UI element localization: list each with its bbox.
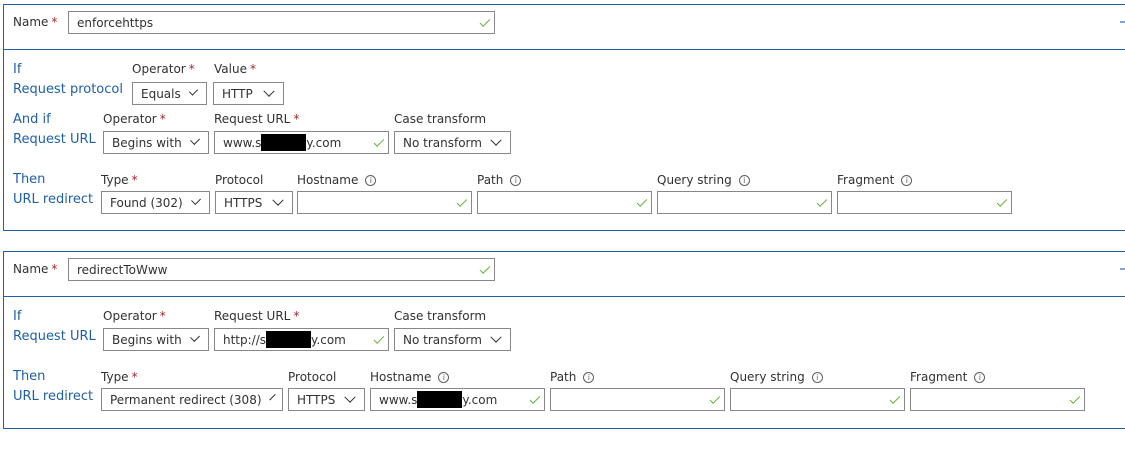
protocol-select[interactable]: HTTPS bbox=[288, 388, 365, 411]
query-string-input[interactable] bbox=[657, 191, 832, 214]
chevron-down-icon bbox=[189, 134, 200, 145]
check-icon bbox=[373, 135, 385, 147]
value-select[interactable]: HTTP bbox=[213, 82, 284, 105]
redaction bbox=[261, 134, 307, 151]
redaction bbox=[266, 331, 312, 348]
chevron-down-icon bbox=[344, 391, 356, 403]
divider bbox=[4, 49, 1125, 50]
info-icon[interactable]: i bbox=[974, 372, 986, 383]
request-url-label: Request URL* bbox=[214, 309, 300, 323]
chevron-down-icon bbox=[263, 85, 275, 97]
info-icon[interactable]: i bbox=[438, 372, 450, 383]
query-string-input[interactable] bbox=[730, 388, 905, 411]
info-icon[interactable]: i bbox=[365, 175, 377, 186]
value-label: Value* bbox=[214, 62, 256, 76]
protocol-label: Protocol bbox=[288, 370, 337, 384]
check-icon bbox=[1069, 392, 1081, 404]
rule-card-redirecttowww bbox=[3, 251, 1125, 429]
request-url-label: Request URL* bbox=[214, 112, 300, 126]
chevron-down-icon bbox=[188, 85, 199, 96]
path-input[interactable] bbox=[550, 388, 725, 411]
name-input[interactable]: redirectToWww bbox=[68, 258, 495, 281]
hostname-input[interactable] bbox=[297, 191, 472, 214]
check-icon bbox=[479, 262, 491, 274]
check-icon bbox=[889, 392, 901, 404]
check-icon bbox=[479, 15, 491, 27]
fragment-input[interactable] bbox=[837, 191, 1012, 214]
check-icon bbox=[456, 195, 468, 207]
protocol-select[interactable]: HTTPS bbox=[215, 191, 293, 214]
chevron-down-icon bbox=[490, 331, 502, 343]
case-transform-label: Case transform bbox=[394, 309, 487, 323]
name-input[interactable]: enforcehttps bbox=[68, 11, 495, 34]
check-icon bbox=[373, 332, 385, 344]
info-icon[interactable]: i bbox=[811, 372, 823, 383]
type-label: Type* bbox=[101, 173, 138, 187]
type-select[interactable]: Permanent redirect (308) bbox=[101, 388, 283, 411]
info-icon[interactable]: i bbox=[510, 175, 522, 186]
operator-label: Operator* bbox=[103, 309, 166, 323]
redaction bbox=[417, 391, 463, 408]
name-label: Name* bbox=[13, 15, 58, 29]
rule-card-enforcehttps bbox=[3, 4, 1125, 231]
info-icon[interactable]: i bbox=[583, 372, 595, 383]
check-icon bbox=[529, 392, 541, 404]
chevron-down-icon bbox=[190, 194, 201, 205]
info-icon[interactable]: i bbox=[738, 175, 750, 186]
divider bbox=[4, 296, 1125, 297]
operator-label: Operator* bbox=[103, 112, 166, 126]
check-icon bbox=[996, 195, 1008, 207]
check-icon bbox=[636, 195, 648, 207]
chevron-down-icon bbox=[268, 393, 276, 400]
operator-select[interactable]: Equals bbox=[132, 82, 207, 105]
fragment-input[interactable] bbox=[910, 388, 1085, 411]
type-select[interactable]: Found (302) bbox=[101, 191, 210, 214]
chevron-down-icon bbox=[189, 331, 200, 342]
protocol-label: Protocol bbox=[215, 173, 264, 187]
path-input[interactable] bbox=[477, 191, 652, 214]
operator-select[interactable]: Begins with bbox=[103, 131, 209, 154]
collapse-icon[interactable] bbox=[1120, 268, 1125, 270]
operator-label: Operator* bbox=[132, 62, 195, 76]
operator-select[interactable]: Begins with bbox=[103, 328, 209, 351]
check-icon bbox=[709, 392, 721, 404]
collapse-icon[interactable] bbox=[1120, 21, 1125, 23]
chevron-down-icon bbox=[272, 194, 284, 206]
case-transform-select[interactable]: No transform bbox=[394, 328, 511, 351]
info-icon[interactable]: i bbox=[901, 175, 913, 186]
name-label: Name* bbox=[13, 262, 58, 276]
check-icon bbox=[816, 195, 828, 207]
case-transform-label: Case transform bbox=[394, 112, 487, 126]
chevron-down-icon bbox=[490, 134, 502, 146]
case-transform-select[interactable]: No transform bbox=[394, 131, 511, 154]
type-label: Type* bbox=[101, 370, 138, 384]
